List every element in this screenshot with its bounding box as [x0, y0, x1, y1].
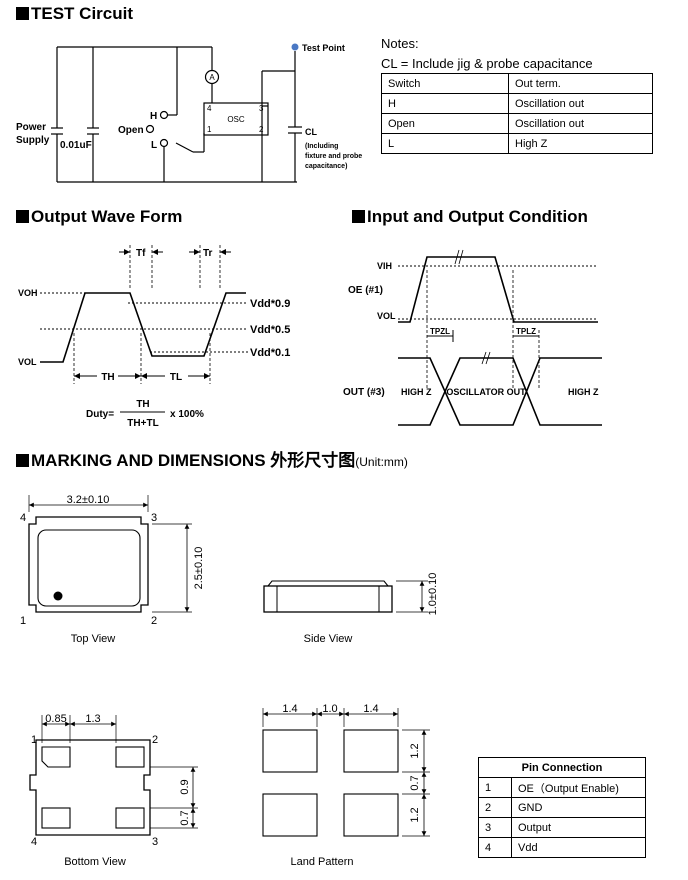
vol-label: VOL: [18, 357, 37, 367]
table-cell: GND: [511, 797, 646, 818]
section-marking: MARKING AND DIMENSIONS 外形尺寸图(Unit:mm): [16, 446, 408, 471]
top-pin-label: 4: [20, 512, 26, 524]
side-view: [263, 580, 428, 613]
square-bullet-icon: [352, 210, 365, 223]
duty-denominator: TH+TL: [127, 418, 158, 429]
duty-numerator: TH: [136, 399, 149, 410]
table-cell: 4: [478, 837, 512, 858]
top-view: [28, 495, 192, 613]
bottom-pin-label: 1: [31, 734, 37, 746]
osc-pin-label: 1: [207, 125, 212, 134]
notes-title: Notes:: [381, 36, 419, 51]
power-label: Power: [16, 122, 46, 133]
supply-label: Supply: [16, 135, 50, 146]
bottom-view: [29, 715, 198, 836]
voh-label: VOH: [18, 288, 38, 298]
land-pattern-caption: Land Pattern: [291, 856, 354, 868]
test-point-icon: [291, 43, 299, 51]
vih-label: VIH: [377, 261, 392, 271]
tl-label: TL: [170, 372, 182, 383]
bottom-view-caption: Bottom View: [64, 856, 126, 868]
oe-label: OE (#1): [348, 285, 383, 296]
land-dim-label: 1.0: [322, 703, 337, 715]
dim-085-label: 0.85: [45, 713, 66, 725]
land-dim-label: 1.2: [409, 807, 421, 822]
duty-label: Duty=: [86, 409, 114, 420]
square-bullet-icon: [16, 7, 29, 20]
bottom-pin-label: 3: [152, 836, 158, 848]
land-pattern: [262, 708, 430, 837]
cl-label: CL: [305, 127, 317, 137]
square-bullet-icon: [16, 210, 29, 223]
table-header-cell: Out term.: [508, 73, 653, 94]
table-cell: High Z: [508, 133, 653, 154]
switch-open-label: Open: [118, 125, 144, 136]
tpzl-label: TPZL: [430, 327, 450, 336]
dim-07-label: 0.7: [179, 810, 191, 825]
land-dim-label: 1.4: [363, 703, 378, 715]
high-z-label: HIGH Z: [401, 387, 432, 397]
switch-table: Switch Out term. H Oscillation out Open …: [381, 73, 653, 154]
tr-label: Tr: [203, 248, 213, 259]
vdd01-label: Vdd*0.1: [250, 347, 290, 359]
dim-09-label: 0.9: [179, 779, 191, 794]
dim-width-label: 3.2±0.10: [67, 494, 110, 506]
square-bullet-icon: [16, 454, 29, 467]
osc-pin-label: 2: [259, 125, 264, 134]
table-row: 2 GND: [478, 797, 646, 818]
top-pin-label: 1: [20, 615, 26, 627]
cl-note: fixture and probe: [305, 153, 362, 160]
land-dim-label: 0.7: [409, 775, 421, 790]
capacitor-label: 0.01uF: [60, 140, 92, 151]
notes-cl: CL = Include jig & probe capacitance: [381, 56, 593, 71]
table-row: Switch Out term.: [381, 73, 653, 94]
table-row: L High Z: [381, 133, 653, 154]
io-timing: [398, 249, 602, 426]
section-output-wave: Output Wave Form: [16, 207, 182, 227]
vdd09-label: Vdd*0.9: [250, 298, 290, 310]
test-circuit: [51, 46, 302, 183]
tplz-label: TPLZ: [516, 327, 536, 336]
osc-pin-label: 4: [207, 104, 212, 113]
cl-note: capacitance): [305, 163, 347, 170]
section-io-condition: Input and Output Condition: [352, 207, 588, 227]
dim-height-label: 2.5±0.10: [193, 547, 205, 590]
output-waveform: [40, 245, 248, 413]
table-row: H Oscillation out: [381, 93, 653, 114]
oscillator-out-label: OSCILLATOR OUT: [446, 387, 526, 397]
top-pin-label: 2: [151, 615, 157, 627]
high-z-label: HIGH Z: [568, 387, 599, 397]
table-row: 1 OE（Output Enable): [478, 777, 646, 798]
vol-label: VOL: [377, 311, 396, 321]
table-cell: Oscillation out: [508, 93, 653, 114]
out-label: OUT (#3): [343, 387, 385, 398]
test-point-label: Test Point: [302, 43, 345, 53]
tf-label: Tf: [136, 248, 146, 259]
th-label: TH: [101, 372, 114, 383]
top-view-caption: Top View: [71, 633, 115, 645]
switch-l-label: L: [151, 140, 157, 151]
land-dim-label: 1.2: [409, 743, 421, 758]
table-row: 4 Vdd: [478, 837, 646, 858]
vdd05-label: Vdd*0.5: [250, 324, 290, 336]
cl-note: (Including: [305, 143, 338, 150]
bottom-pin-label: 2: [152, 734, 158, 746]
duty-tail: x 100%: [170, 409, 204, 420]
osc-pin-label: 3: [259, 104, 264, 113]
pin1-dot-icon: [53, 591, 63, 601]
ammeter-icon: A: [209, 73, 215, 82]
switch-h-label: H: [150, 111, 157, 122]
bottom-pin-label: 4: [31, 836, 37, 848]
top-pin-label: 3: [151, 512, 157, 524]
dim-thickness-label: 1.0±0.10: [427, 573, 439, 616]
section-test-circuit: TEST Circuit: [16, 4, 133, 24]
table-cell: Vdd: [511, 837, 646, 858]
pin-connection-table: Pin Connection 1 OE（Output Enable) 2 GND…: [478, 757, 646, 858]
osc-label: OSC: [227, 115, 245, 124]
side-view-caption: Side View: [304, 633, 353, 645]
land-dim-label: 1.4: [282, 703, 297, 715]
dim-13-label: 1.3: [85, 713, 100, 725]
